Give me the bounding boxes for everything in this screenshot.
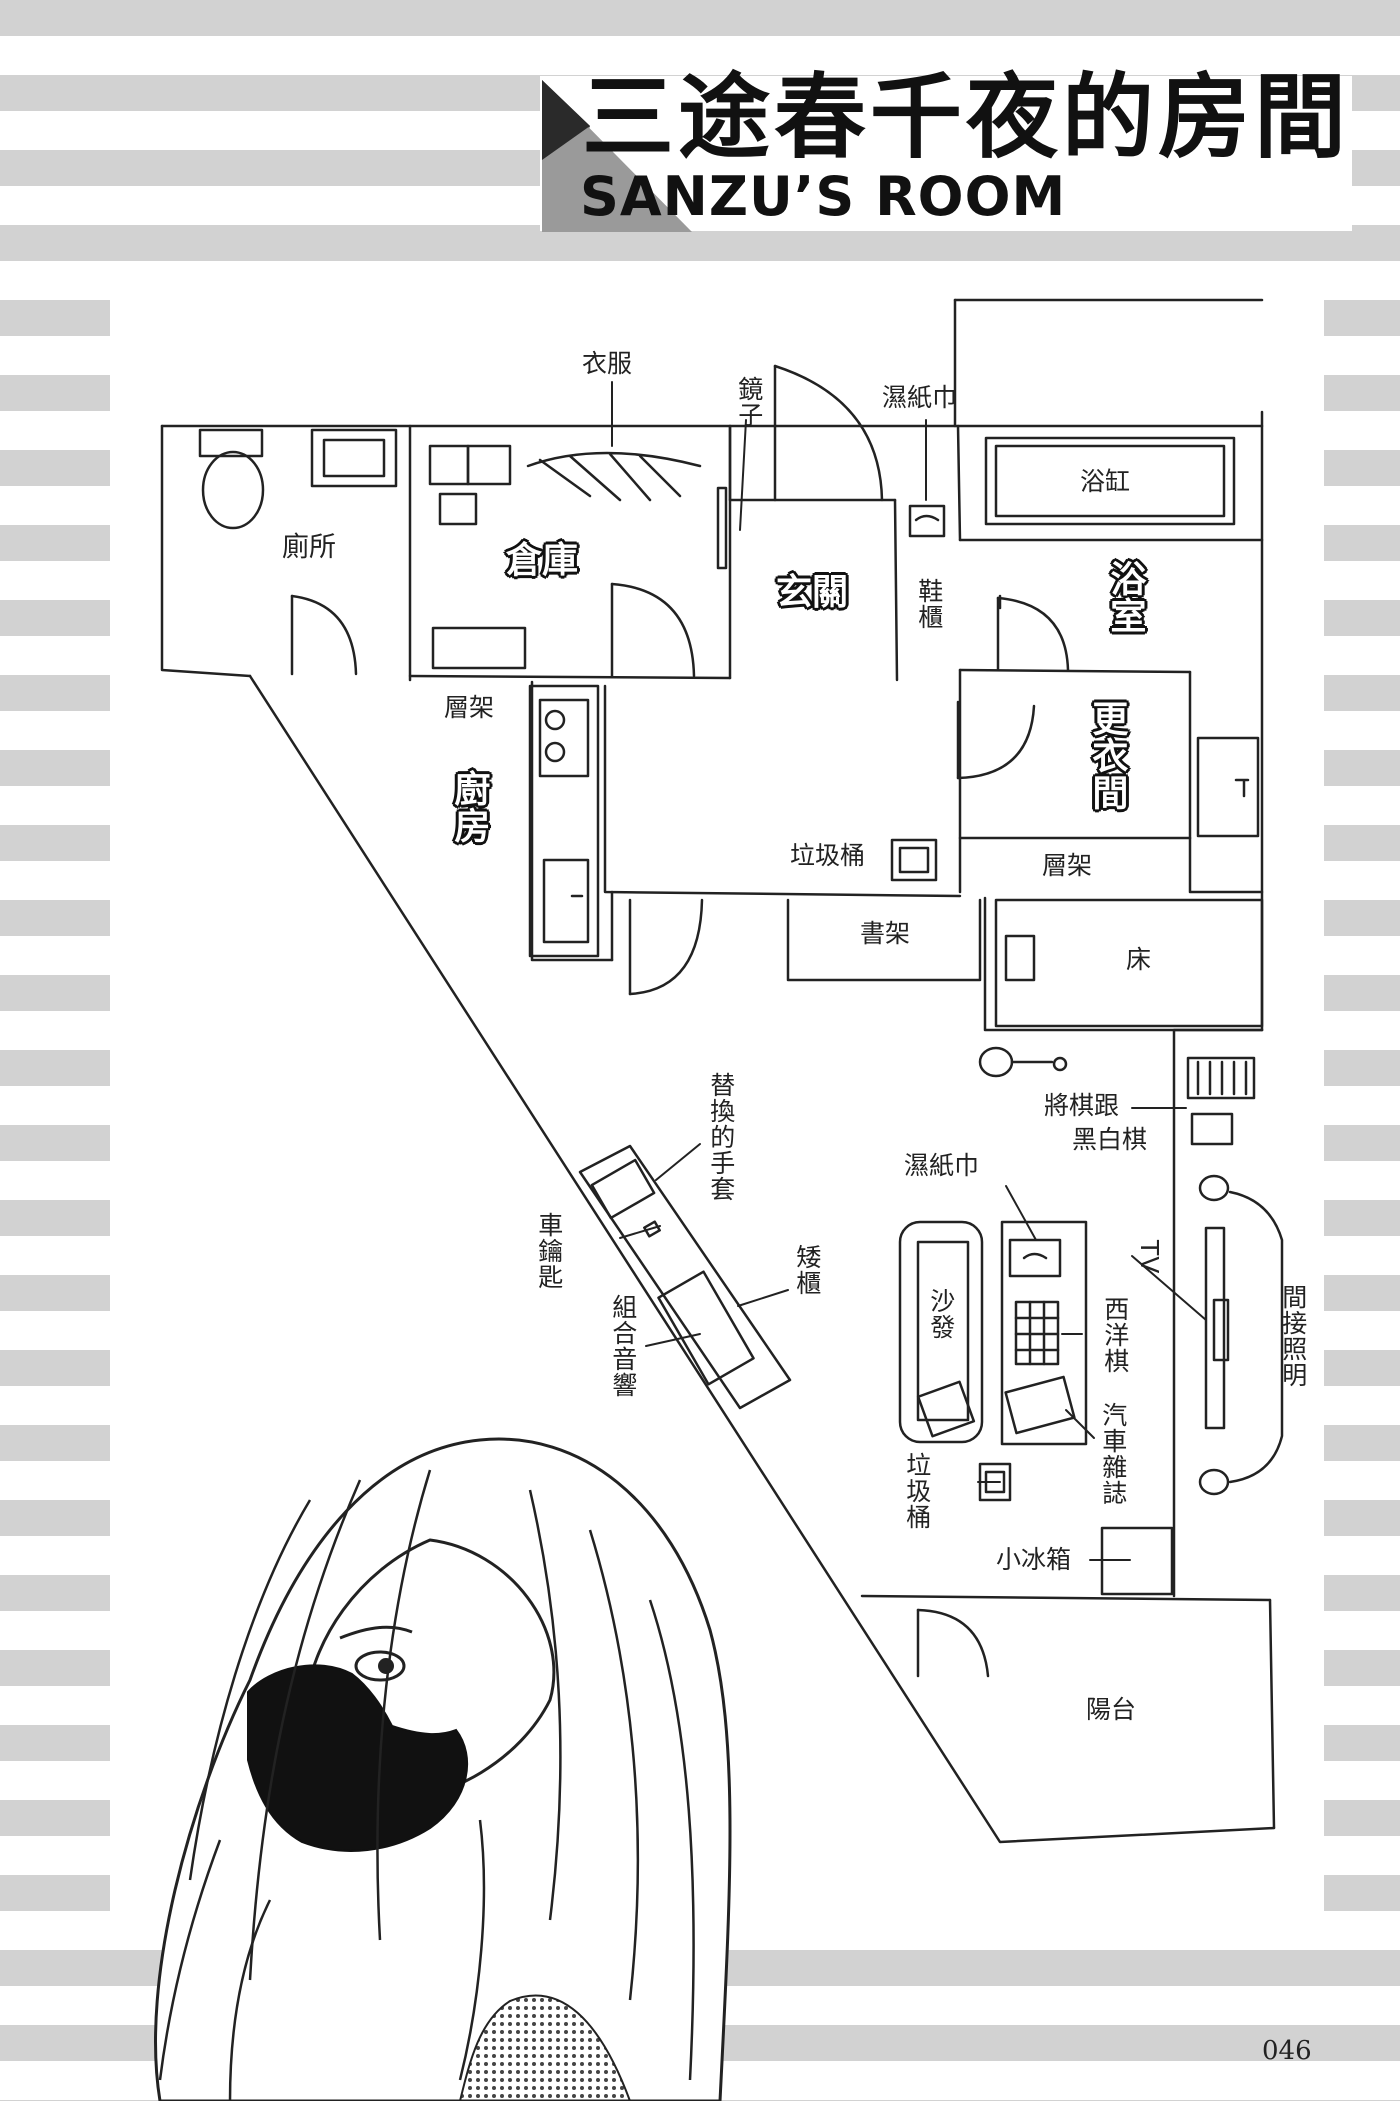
sofa-fixture [898,1220,984,1444]
shoe-cabinet-label: 鞋櫃 [914,578,944,630]
indirect-light-fixtures [1198,1174,1284,1496]
wet-wipes-top-label: 濕紙巾 [882,383,958,412]
tv-fixture [1204,1226,1230,1430]
kitchen-label: 廚房 [448,770,490,844]
title-block: 三途春千夜的房間 SANZU’S ROOM [0,0,1400,250]
page-number: 046 [1262,2036,1312,2066]
page-title-chinese: 三途春千夜的房間 [582,64,1351,171]
dressing-room-label: 更衣間 [1086,700,1128,811]
storage-label: 倉庫 [506,540,579,581]
mini-fridge-label: 小冰箱 [996,1545,1072,1574]
balcony-label: 陽台 [1086,1695,1137,1724]
storage-fixtures [428,444,728,670]
indirect-lighting-label: 間接照明 [1278,1284,1308,1388]
car-keys-label: 車鑰匙 [534,1212,564,1290]
title-backdrop [540,76,1352,231]
floor-lamp [978,1046,1068,1078]
bed-label: 床 [1126,945,1152,974]
toilet-label: 廁所 [282,532,336,563]
coffee-table-fixture [1000,1220,1088,1446]
bathtub-label: 浴缸 [1080,467,1131,496]
stereo-label: 組合音響 [608,1294,638,1398]
game-boards [1186,1056,1256,1146]
bathtub-fixture [984,436,1236,610]
shelf-dressing-label: 層架 [1042,851,1093,880]
tv-label: TV [1134,1240,1164,1275]
page-title-english: SANZU’S ROOM [580,165,1067,228]
shogi-reversi-label-line1: 將棋跟 [1044,1091,1120,1120]
kitchen-fixtures [528,684,600,958]
wet-wipes-sofa-label: 濕紙巾 [904,1151,980,1180]
toilet-fixtures [198,428,398,530]
bed-fixture [994,898,1264,1028]
spare-gloves-label: 替換的手套 [706,1072,736,1202]
bookshelf-label: 書架 [860,919,911,948]
shogi-reversi-label-line2: 黑白棋 [1072,1125,1148,1154]
trash-can-top-fixture [890,838,938,882]
title-corner-triangles [542,80,692,232]
trash-can-bottom-label: 垃圾桶 [902,1452,932,1530]
doors [290,364,1070,1678]
clothes-label: 衣服 [582,349,633,378]
car-magazines-label: 汽車雜誌 [1098,1402,1128,1506]
low-cabinet-fixture [578,1144,792,1410]
chess-label: 西洋棋 [1100,1296,1130,1374]
interior-walls [408,298,1264,1032]
trash-can-top-label: 垃圾桶 [790,841,866,870]
entrance-label: 玄關 [776,572,849,613]
entrance-fixtures [908,504,946,538]
bathroom-label: 浴室 [1104,560,1146,634]
character-illustration [154,1437,732,2101]
dressing-sink [1196,736,1260,838]
shelf-kitchen-label: 層架 [444,693,495,722]
leader-lines [611,381,1207,1561]
sofa-label: 沙發 [926,1288,956,1340]
low-cabinet-label: 矮櫃 [792,1244,822,1296]
mirror-label: 鏡子 [734,376,764,428]
